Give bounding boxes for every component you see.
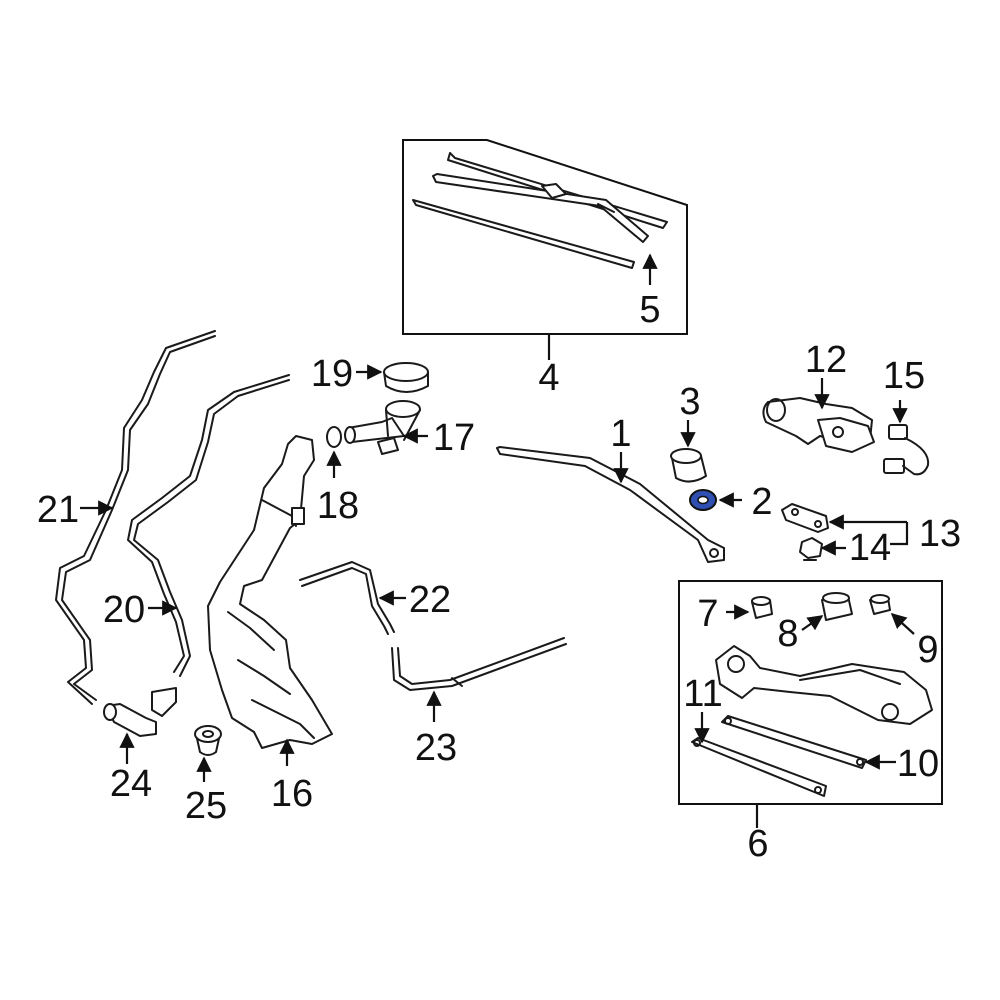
flange-nut-drawing <box>799 537 823 561</box>
callout-9[interactable]: 9 <box>917 629 938 671</box>
wiper-motor-drawing <box>762 397 875 453</box>
bushing-9-drawing <box>869 594 891 615</box>
pivot-bushing-7-drawing <box>751 596 773 619</box>
hose-23-drawing <box>391 637 567 691</box>
callout-24[interactable]: 24 <box>110 763 152 805</box>
cap-drawing <box>670 448 707 483</box>
callout-17[interactable]: 17 <box>433 417 475 459</box>
callout-13[interactable]: 13 <box>919 513 961 555</box>
callout-14[interactable]: 14 <box>849 527 891 569</box>
leader-13 <box>828 514 909 546</box>
wiper-blade-drawing <box>412 152 668 269</box>
hose-21-drawing <box>55 330 216 705</box>
callout-labels: 1 2 3 4 5 6 7 8 9 10 11 12 13 14 15 16 1… <box>37 289 961 865</box>
linkage-assembly-drawing <box>715 645 933 725</box>
reservoir-tank-drawing <box>207 435 333 749</box>
hose-22-drawing <box>299 561 395 635</box>
callout-16[interactable]: 16 <box>271 773 313 815</box>
callout-11[interactable]: 11 <box>683 673 722 715</box>
callout-7[interactable]: 7 <box>697 593 718 635</box>
callout-5[interactable]: 5 <box>639 289 660 331</box>
washer-pump-drawing <box>103 687 177 737</box>
callout-3[interactable]: 3 <box>679 381 700 423</box>
callout-10[interactable]: 10 <box>897 743 939 785</box>
filler-neck-drawing <box>344 400 421 455</box>
grommet-drawing <box>194 725 222 756</box>
callout-20[interactable]: 20 <box>103 589 145 631</box>
callout-8[interactable]: 8 <box>777 613 798 655</box>
blade-group-box <box>402 139 688 360</box>
callout-19[interactable]: 19 <box>311 353 353 395</box>
bracket-drawing <box>781 503 829 533</box>
callout-18[interactable]: 18 <box>317 485 359 527</box>
nut-highlighted-drawing <box>689 489 717 511</box>
hose-20-drawing <box>127 374 290 677</box>
callout-25[interactable]: 25 <box>185 785 227 827</box>
harness-drawing <box>883 424 930 476</box>
reservoir-cap-drawing <box>383 362 429 393</box>
o-ring-drawing <box>326 426 342 448</box>
bushing-8-drawing <box>821 592 853 621</box>
callout-15[interactable]: 15 <box>883 355 925 397</box>
linkage-group-box <box>678 580 943 828</box>
callout-23[interactable]: 23 <box>415 727 457 769</box>
leader-9 <box>890 612 915 635</box>
callout-12[interactable]: 12 <box>805 339 847 381</box>
callout-2[interactable]: 2 <box>751 481 772 523</box>
callout-6[interactable]: 6 <box>747 823 768 865</box>
callout-4[interactable]: 4 <box>538 357 559 399</box>
callout-22[interactable]: 22 <box>409 579 451 621</box>
leader-8 <box>801 615 824 631</box>
callout-1[interactable]: 1 <box>610 413 631 455</box>
callout-21[interactable]: 21 <box>37 489 79 531</box>
wiper-arm-drawing <box>496 446 725 563</box>
